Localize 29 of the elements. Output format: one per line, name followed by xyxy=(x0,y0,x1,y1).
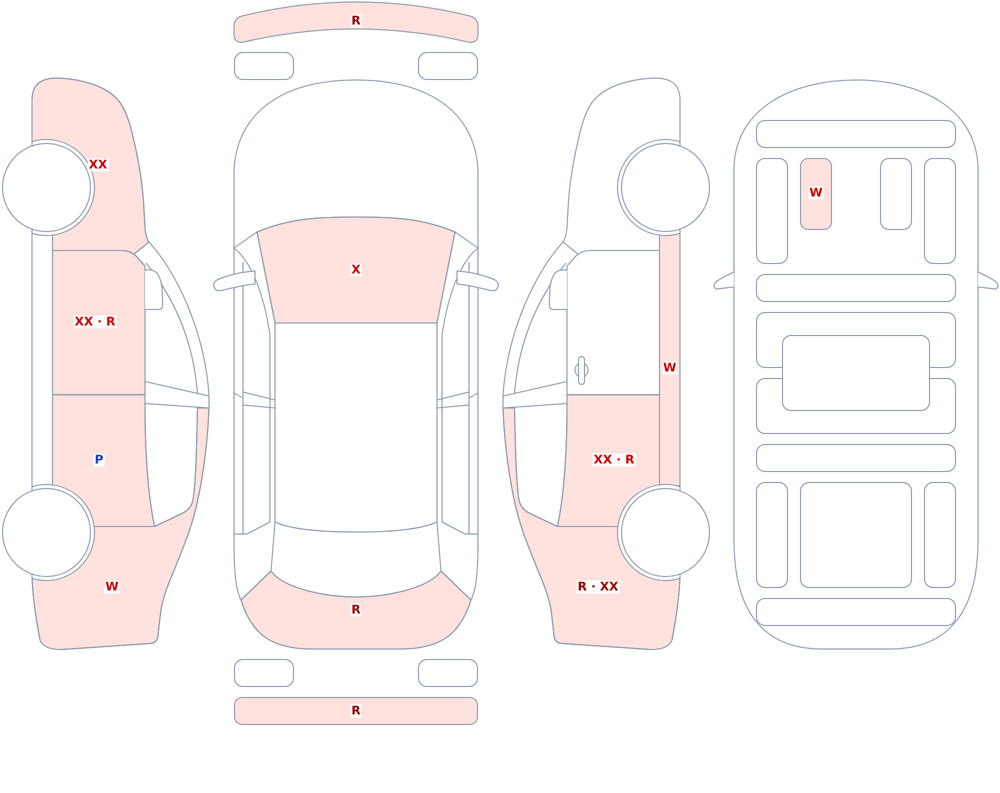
damage-code: W xyxy=(104,580,120,594)
light-panel xyxy=(234,659,294,687)
damaged-panel xyxy=(234,697,478,725)
underbody-panel xyxy=(756,482,788,588)
light-panel xyxy=(418,659,478,687)
damage-code: R xyxy=(350,604,362,616)
underbody-panel xyxy=(924,482,956,588)
underbody-panel xyxy=(756,444,956,472)
light-panel xyxy=(418,52,478,80)
underbody-panel xyxy=(756,158,788,264)
underbody-panel xyxy=(756,120,956,148)
underbody-panel xyxy=(880,158,912,230)
damage-code: R xyxy=(350,14,362,28)
damage-code: XX · R xyxy=(592,454,636,466)
damage-code: R · XX xyxy=(576,580,620,594)
damage-code: W xyxy=(808,186,824,200)
underbody-panel xyxy=(800,482,912,588)
damage-code: R xyxy=(350,704,362,718)
underbody-panel xyxy=(782,335,930,411)
underbody-panel xyxy=(756,598,956,626)
damage-code: X xyxy=(350,264,362,276)
damaged-panel xyxy=(800,158,832,230)
damage-code: P xyxy=(94,454,104,466)
damage-code: XX xyxy=(88,158,108,172)
light-panel xyxy=(234,52,294,80)
damage-code: XX · R xyxy=(74,316,116,328)
damage-code: W xyxy=(662,362,678,374)
underbody-panel xyxy=(924,158,956,264)
underbody-panel xyxy=(756,274,956,302)
